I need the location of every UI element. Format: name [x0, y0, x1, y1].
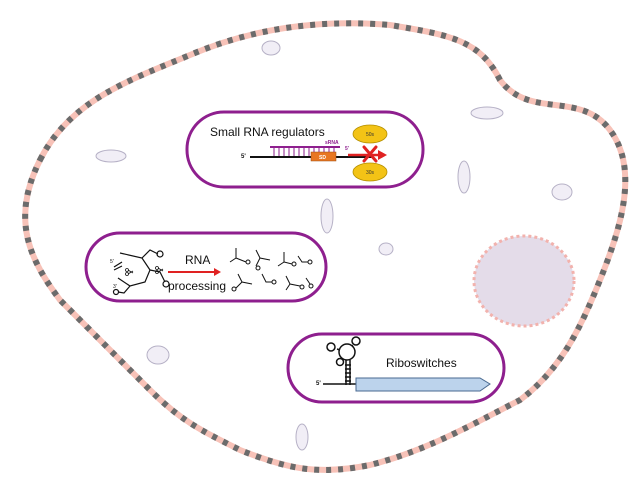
box-title: Small RNA regulators: [210, 125, 325, 139]
cytoplasmic-granules: [95, 40, 573, 451]
sd-block: [310, 151, 337, 162]
granule: [320, 198, 334, 234]
rna-processing-box: 5' 3' RNA processing: [84, 231, 328, 303]
ribosome-50s-label: 50s: [366, 132, 375, 138]
arrowhead: [214, 268, 221, 276]
processing-label-line1: RNA: [185, 253, 210, 267]
gene-arrow: [355, 377, 491, 392]
ribosome-30s-label: 30s: [366, 170, 375, 176]
precursor-rna-structure: [112, 249, 170, 296]
five-prime-label: 5': [345, 146, 349, 152]
five-prime-label: 5': [316, 381, 321, 387]
processed-rna-fragments: [229, 248, 314, 292]
granule: [551, 183, 573, 201]
three-prime-label: 3': [113, 284, 117, 290]
ribosome-50s: [352, 124, 388, 144]
nucleoid: [472, 234, 576, 328]
granule: [95, 149, 127, 163]
processing-label-line2: processing: [168, 279, 226, 293]
box-border: [185, 110, 425, 189]
blocked-x-icon: [362, 145, 378, 163]
riboswitch-aptamer: [326, 336, 361, 385]
box-border: [84, 231, 328, 303]
arrowhead: [378, 150, 387, 160]
five-prime-label: 5': [241, 154, 246, 160]
cell-membrane: [22, 20, 629, 473]
granule: [378, 242, 394, 256]
srna-label: sRNA: [325, 140, 339, 146]
granule: [470, 106, 504, 120]
five-prime-label: 5': [110, 259, 114, 265]
sd-label: SD: [319, 155, 326, 161]
ribosome-30s: [352, 162, 388, 182]
scissors-icon: [125, 266, 164, 276]
small-rna-regulators-box: Small RNA regulators 5' sRNA 5' SD 50s 3…: [185, 110, 425, 189]
box-title: Riboswitches: [386, 356, 457, 370]
granule: [457, 160, 471, 194]
riboswitches-box: 5' Riboswitches: [286, 332, 506, 404]
granule: [146, 345, 170, 365]
granule: [261, 40, 281, 56]
granule: [295, 423, 309, 451]
